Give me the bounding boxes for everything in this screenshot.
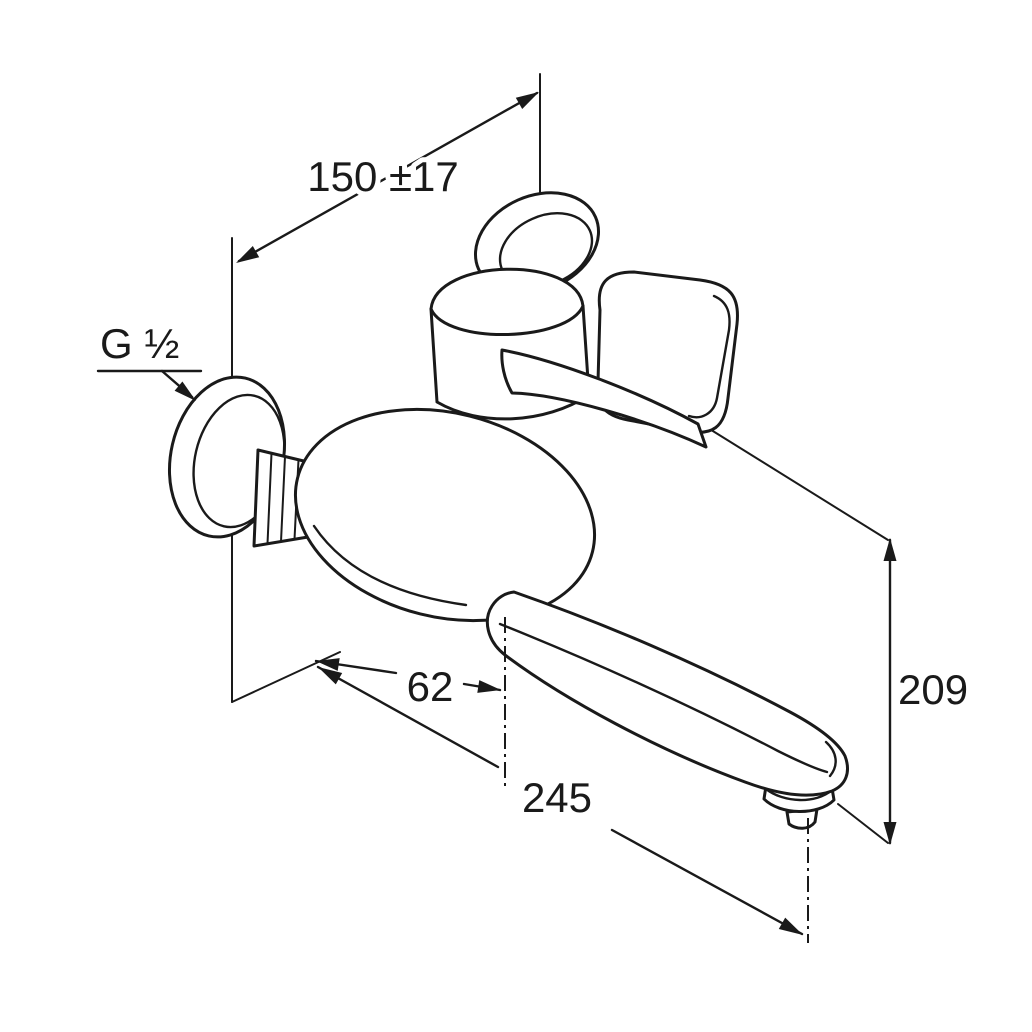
dimension-245: 245 [316, 665, 804, 936]
wall-plane-bottom-line [231, 651, 341, 703]
lever-arm [500, 348, 708, 449]
centerlines [504, 617, 809, 943]
arrowhead [477, 680, 501, 693]
dim-245-label: 245 [522, 774, 592, 821]
dimension-62: 62 [314, 658, 502, 715]
spout-top-edge [498, 622, 829, 774]
arrowhead [883, 822, 897, 845]
arrowhead [174, 381, 196, 401]
arrowhead [778, 917, 803, 935]
dimension-line-245 [316, 665, 804, 936]
thread-callout: G ½ [95, 315, 203, 401]
thread-label: G ½ [100, 320, 179, 367]
arrowhead [318, 667, 343, 685]
dim-62-label: 62 [407, 663, 454, 710]
extension-line-209-bottom [837, 803, 889, 844]
dim-150-label: 150 ±17 [307, 153, 459, 200]
spout-end-curve [824, 740, 837, 778]
dim-209-label: 209 [898, 666, 968, 713]
dimension-line-150 [237, 91, 539, 263]
arrowhead [316, 658, 340, 671]
arrowhead [883, 538, 897, 561]
arrowhead [515, 92, 539, 109]
mixer-body-inner-edge [312, 524, 468, 607]
dimension-150: 150 ±17 [236, 91, 539, 263]
faucet-drawing [167, 191, 849, 830]
lever-handle-loop-inner-edge [687, 294, 731, 419]
dimension-209: 209 [883, 538, 973, 845]
aerator-tip [785, 807, 819, 830]
spout [485, 590, 849, 797]
arrowhead [236, 246, 260, 263]
cartridge-dome-top-rim [429, 304, 585, 337]
extension-line-209-top [707, 427, 889, 541]
